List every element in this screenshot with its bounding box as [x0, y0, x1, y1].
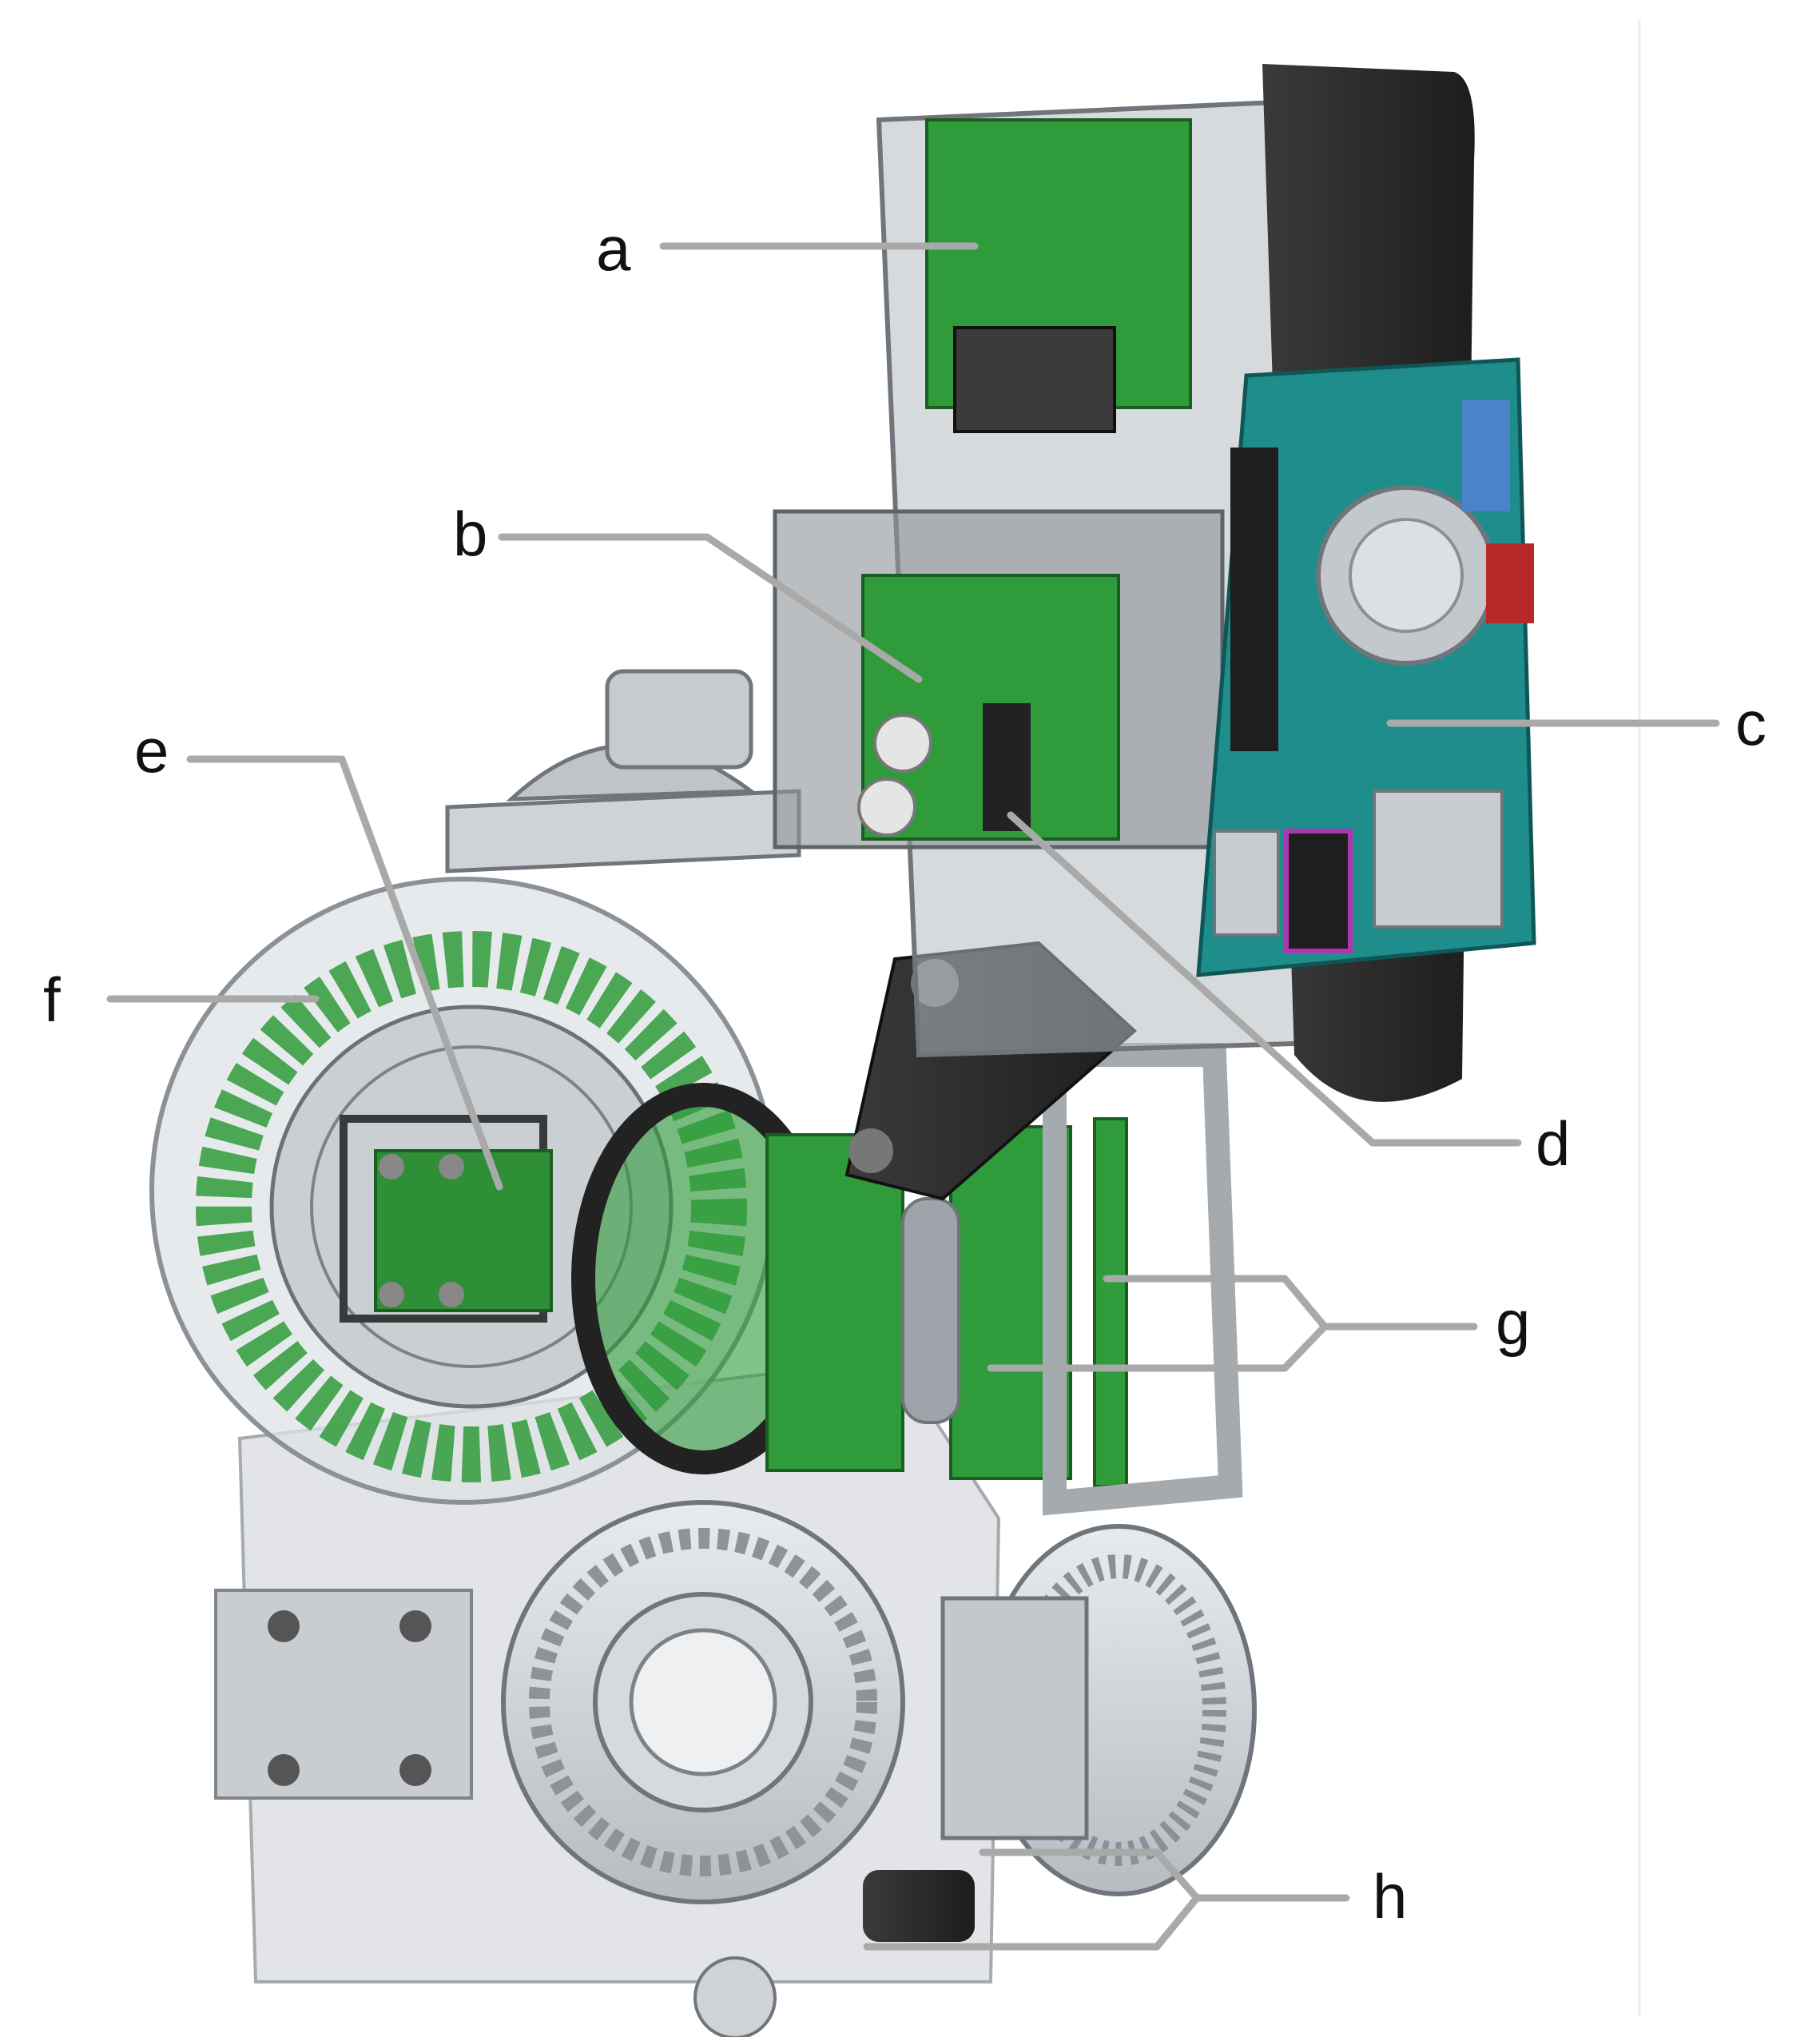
- ethernet-port: [1373, 790, 1504, 929]
- pcb-b-capacitor: [857, 778, 916, 837]
- usb-port-dark: [1284, 829, 1353, 953]
- driver-pcb-edge: [1093, 1117, 1128, 1488]
- side-plate-screw: [399, 1610, 431, 1642]
- encoder-pcb: [374, 1149, 553, 1312]
- encoder-screw: [379, 1282, 404, 1307]
- encoder-screw: [439, 1154, 464, 1180]
- label-e: e: [134, 715, 169, 786]
- usb-port: [1213, 830, 1280, 937]
- gear-teeth: [529, 1528, 877, 1876]
- label-g: g: [1496, 1287, 1530, 1358]
- pcb-b-header: [983, 703, 1031, 831]
- side-connector: [1462, 400, 1510, 511]
- encoder-screw: [379, 1154, 404, 1180]
- linkage-pin: [848, 1128, 893, 1173]
- bottom-fitting: [863, 1870, 975, 1942]
- side-plate: [214, 1589, 473, 1800]
- roller-hub: [940, 1596, 1089, 1840]
- cage-frame: [1043, 1043, 1243, 1516]
- leader-h-upper: [979, 1848, 1350, 1902]
- bearing-inner: [629, 1628, 777, 1776]
- fan-hub: [1349, 518, 1464, 633]
- label-d: d: [1536, 1108, 1570, 1179]
- pcb-a-connector: [953, 326, 1116, 433]
- side-plate-screw: [268, 1754, 300, 1786]
- label-a: a: [596, 213, 631, 284]
- pcb-b-capacitor: [873, 714, 932, 773]
- leader-b: [498, 533, 923, 683]
- encoder-screw: [439, 1282, 464, 1307]
- leader-g-upper: [1103, 1275, 1478, 1331]
- leader-d: [1007, 811, 1522, 1147]
- leader-e: [186, 755, 503, 1191]
- gpio-header: [1230, 448, 1278, 751]
- side-connector-red: [1486, 543, 1534, 623]
- leader-g-lower: [987, 1323, 1329, 1372]
- side-plate-screw: [268, 1610, 300, 1642]
- label-c: c: [1735, 688, 1766, 758]
- label-h: h: [1373, 1861, 1407, 1932]
- capacitor: [901, 1197, 960, 1424]
- top-flange: [445, 789, 801, 873]
- leader-h-lower: [863, 1894, 1201, 1951]
- side-plate-screw: [399, 1754, 431, 1786]
- label-f: f: [43, 965, 61, 1035]
- label-b: b: [453, 499, 487, 569]
- top-knob: [605, 669, 753, 770]
- bottom-bolt: [693, 1956, 777, 2037]
